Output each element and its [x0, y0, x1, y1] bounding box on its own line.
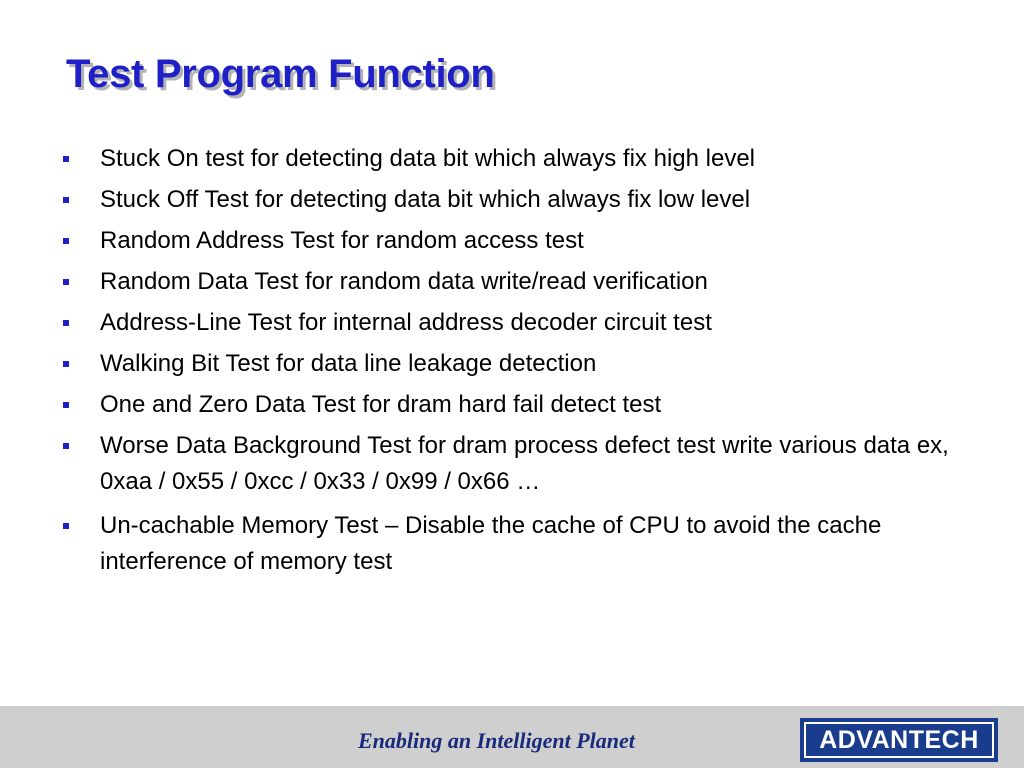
bullet-text: Worse Data Background Test for dram proc…: [100, 432, 949, 495]
bullet-text: Walking Bit Test for data line leakage d…: [100, 350, 597, 377]
square-bullet-icon: [63, 238, 69, 244]
footer-bar: Enabling an Intelligent Planet ADVANTECH: [0, 706, 1024, 768]
square-bullet-icon: [63, 197, 69, 203]
bullet-item: Stuck On test for detecting data bit whi…: [60, 141, 980, 177]
bullet-text: Random Data Test for random data write/r…: [100, 268, 708, 295]
square-bullet-icon: [63, 320, 69, 326]
bullet-item: Stuck Off Test for detecting data bit wh…: [60, 182, 980, 218]
bullet-text: One and Zero Data Test for dram hard fai…: [100, 391, 662, 418]
bullet-item: Random Address Test for random access te…: [60, 223, 980, 259]
logo-text: ADVANTECH: [804, 722, 994, 758]
bullet-text: Un-cachable Memory Test – Disable the ca…: [100, 512, 882, 575]
bullet-item: Un-cachable Memory Test – Disable the ca…: [60, 508, 980, 580]
square-bullet-icon: [63, 402, 69, 408]
bullet-text: Stuck On test for detecting data bit whi…: [100, 145, 755, 172]
square-bullet-icon: [63, 279, 69, 285]
bullet-text: Stuck Off Test for detecting data bit wh…: [100, 186, 751, 213]
square-bullet-icon: [63, 156, 69, 162]
square-bullet-icon: [63, 361, 69, 367]
square-bullet-icon: [63, 443, 69, 449]
bullet-list: Stuck On test for detecting data bit whi…: [60, 141, 980, 588]
bullet-item: One and Zero Data Test for dram hard fai…: [60, 387, 980, 423]
bullet-item: Walking Bit Test for data line leakage d…: [60, 346, 980, 382]
bullet-text: Address-Line Test for internal address d…: [100, 309, 712, 336]
bullet-text: Random Address Test for random access te…: [100, 227, 584, 254]
slide-title: Test Program Function: [66, 52, 495, 96]
footer-tagline: Enabling an Intelligent Planet: [358, 728, 635, 753]
square-bullet-icon: [63, 523, 69, 529]
bullet-item: Address-Line Test for internal address d…: [60, 305, 980, 341]
advantech-logo: ADVANTECH: [800, 718, 998, 762]
bullet-item: Worse Data Background Test for dram proc…: [60, 428, 980, 500]
bullet-item: Random Data Test for random data write/r…: [60, 264, 980, 300]
